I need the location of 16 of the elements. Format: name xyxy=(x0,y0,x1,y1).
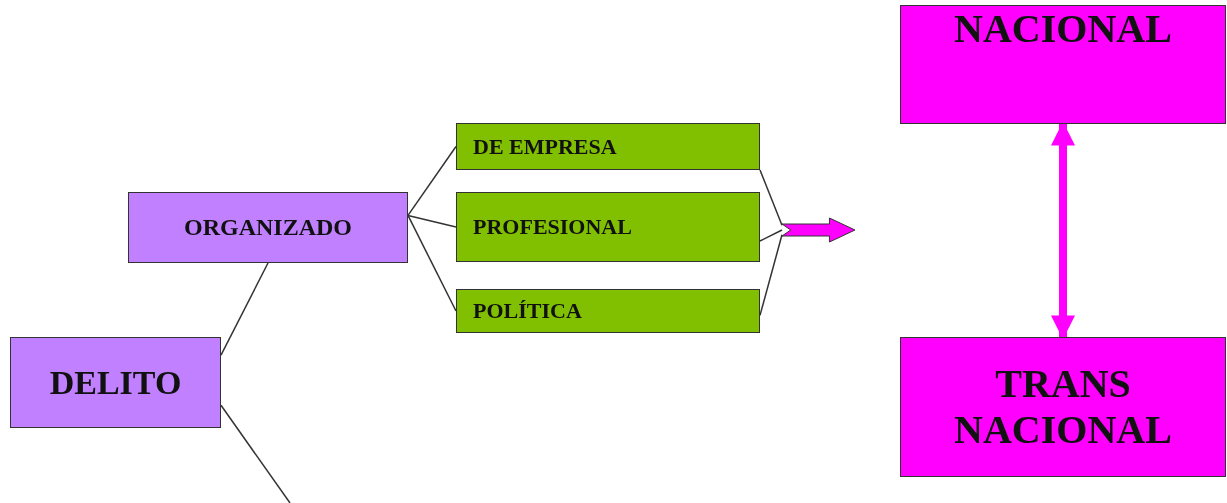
connector-line xyxy=(407,214,457,228)
category-box: ORGANIZADO xyxy=(128,192,408,263)
category-box: POLÍTICA xyxy=(456,289,760,333)
connector-line xyxy=(407,145,457,217)
category-box: DELITO xyxy=(10,337,221,428)
connector-line xyxy=(220,262,269,356)
connector-line xyxy=(759,229,783,242)
connector-line xyxy=(759,169,783,226)
connector-line xyxy=(407,214,457,312)
connector-line xyxy=(759,234,783,317)
category-box: TRANS NACIONAL xyxy=(900,337,1226,477)
block-arrow xyxy=(782,218,855,242)
connector-line xyxy=(220,404,291,503)
category-box: DE EMPRESA xyxy=(456,123,760,170)
category-box: NACIONAL xyxy=(900,5,1226,124)
category-box: PROFESIONAL xyxy=(456,192,760,262)
